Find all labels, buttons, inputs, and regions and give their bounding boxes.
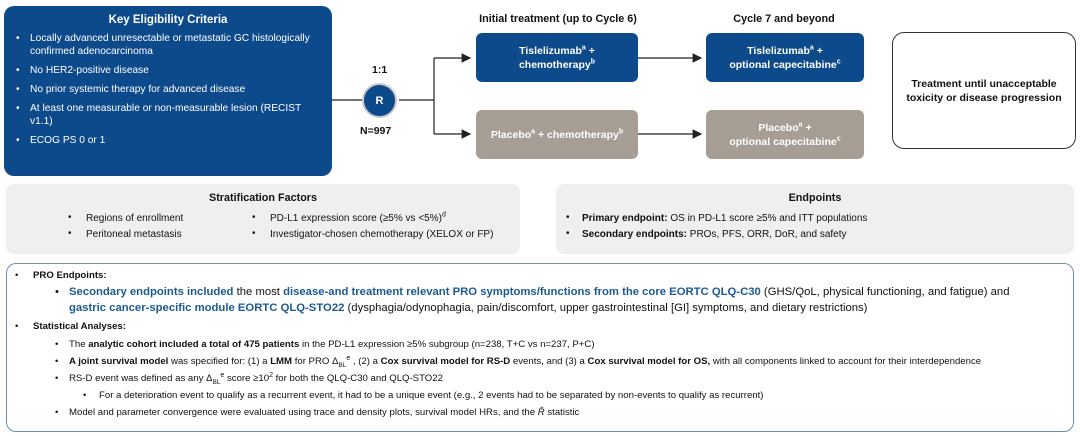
column-heading-cycle7: Cycle 7 and beyond [733,13,835,25]
stratification-item: PD-L1 expression score (≥5% vs <5%)d [270,211,446,224]
stats-heading: Statistical Analyses: [33,321,126,332]
stratification-item: Regions of enrollment [86,213,184,224]
pro-statistics-box: • PRO Endpoints: • Secondary endpoints i… [6,263,1074,432]
stats-item: A joint survival model was specified for… [69,354,982,369]
treatment-until-box: Treatment until unacceptable toxicity or… [892,32,1076,149]
eligibility-item: Locally advanced unresectable or metasta… [14,32,322,58]
pro-heading: PRO Endpoints: [33,270,107,281]
stratification-item: Investigator-chosen chemotherapy (XELOX … [270,229,494,240]
pro-line-1: Secondary endpoints included the most di… [69,286,1010,298]
eligibility-box: Key Eligibility Criteria Locally advance… [4,6,332,176]
eligibility-item: ECOG PS 0 or 1 [14,134,322,147]
secondary-endpoints: Secondary endpoints: PROs, PFS, ORR, DoR… [582,229,847,240]
arm-tislelizumab-continuation: Tislelizumaba + optional capecitabinec [706,33,864,82]
eligibility-title: Key Eligibility Criteria [108,14,228,26]
stratification-panel: Stratification Factors • Regions of enro… [6,184,520,254]
stratification-title: Stratification Factors [209,192,317,204]
primary-endpoint: Primary endpoint: OS in PD-L1 score ≥5% … [582,213,868,224]
eligibility-item: At least one measurable or non-measurabl… [14,102,322,128]
column-heading-initial: Initial treatment (up to Cycle 6) [479,13,637,25]
stats-item: Model and parameter convergence were eva… [69,407,580,418]
arm-placebo-continuation: Placeboa + optional capecitabinec [706,110,864,159]
randomization-ratio: 1:1 [372,64,388,76]
randomization-node: R [362,83,397,118]
eligibility-item: No prior systemic therapy for advanced d… [14,83,322,96]
eligibility-item: No HER2-positive disease [14,64,322,77]
pro-line-2: gastric cancer-specific module EORTC QLQ… [69,302,868,314]
arm-tislelizumab-initial: Tislelizumaba + chemotherapyb [476,33,638,82]
stats-subitem: For a deterioration event to qualify as … [99,390,764,401]
sample-size: N=997 [360,125,392,137]
eligibility-list: Locally advanced unresectable or metasta… [14,32,322,147]
endpoints-title: Endpoints [788,192,842,204]
stats-item: RS-D event was defined as any ΔBLe score… [69,371,443,386]
endpoints-panel: Endpoints • Primary endpoint: OS in PD-L… [556,184,1074,254]
stratification-item: Peritoneal metastasis [86,229,182,240]
arm-placebo-initial: Placeboa + chemotherapyb [476,110,638,159]
stats-item: The analytic cohort included a total of … [69,339,595,350]
